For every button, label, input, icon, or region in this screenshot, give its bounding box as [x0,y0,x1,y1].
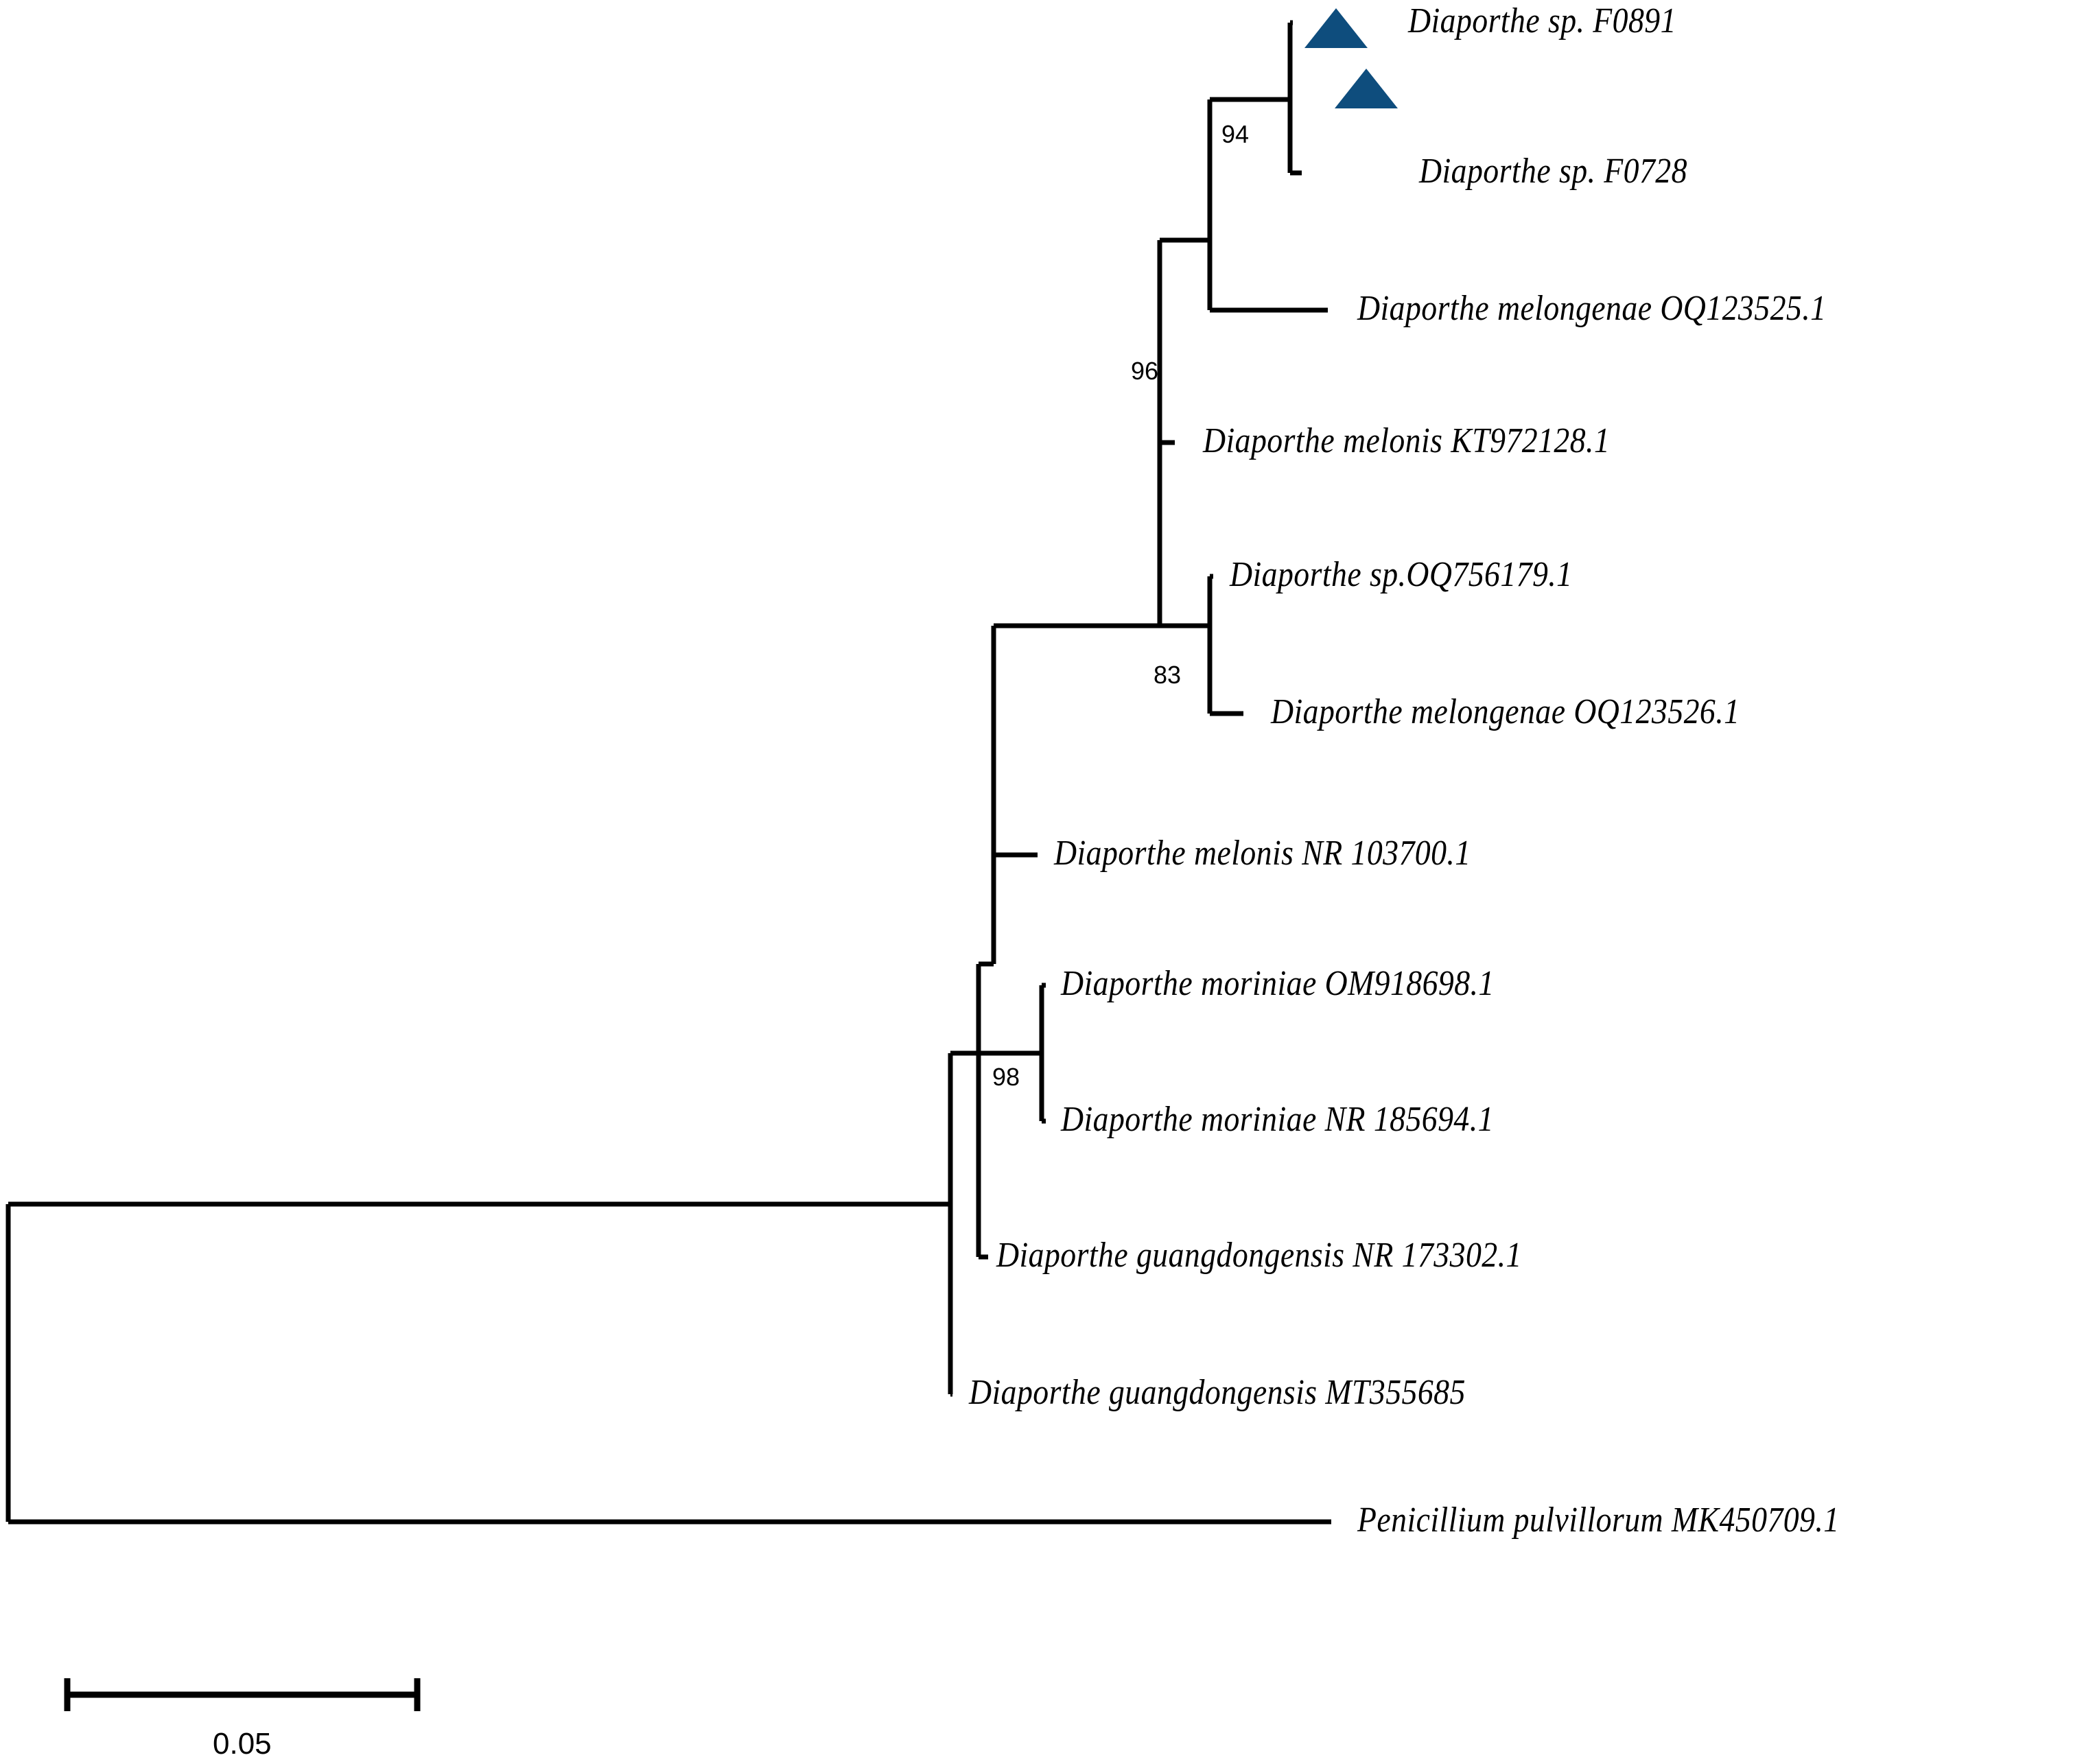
tip-markers [1304,8,1398,108]
taxon-label-moriniae-om918698: Diaporthe moriniae OM918698.1 [1061,964,1495,1003]
tree-branch-lines [5,20,1331,1525]
taxon-label-melongenae-oq123525: Diaporthe melongenae OQ123525.1 [1357,289,1827,328]
taxon-label-melonis-nr103700: Diaporthe melonis NR 103700.1 [1054,834,1471,873]
triangle-marker-f0891 [1304,8,1368,48]
scale-bar-label: 0.05 [213,1727,272,1761]
triangle-marker-f0728 [1335,69,1398,108]
taxon-label-sp-oq756179: Diaporthe sp.OQ756179.1 [1230,555,1573,594]
scale-bar [64,1678,421,1711]
bootstrap-value-94: 94 [1221,120,1250,148]
taxon-label-moriniae-nr185694: Diaporthe moriniae NR 185694.1 [1061,1100,1494,1139]
bootstrap-value-98: 98 [992,1063,1020,1091]
taxon-label-melongenae-oq123526: Diaporthe melongenae OQ123526.1 [1271,692,1740,731]
taxon-label-f0891: Diaporthe sp. F0891 [1408,1,1676,40]
taxon-label-melonis-kt972128: Diaporthe melonis KT972128.1 [1203,421,1611,460]
taxon-label-guangdongensis-nr173302: Diaporthe guangdongensis NR 173302.1 [996,1236,1522,1275]
taxon-label-guangdongensis-mt355685: Diaporthe guangdongensis MT355685 [969,1373,1466,1412]
taxon-label-f0728: Diaporthe sp. F0728 [1419,152,1687,191]
taxon-label-penicillium-pulvillorum: Penicillium pulvillorum MK450709.1 [1357,1501,1840,1540]
bootstrap-value-96: 96 [1131,357,1159,385]
bootstrap-value-83: 83 [1154,661,1182,689]
